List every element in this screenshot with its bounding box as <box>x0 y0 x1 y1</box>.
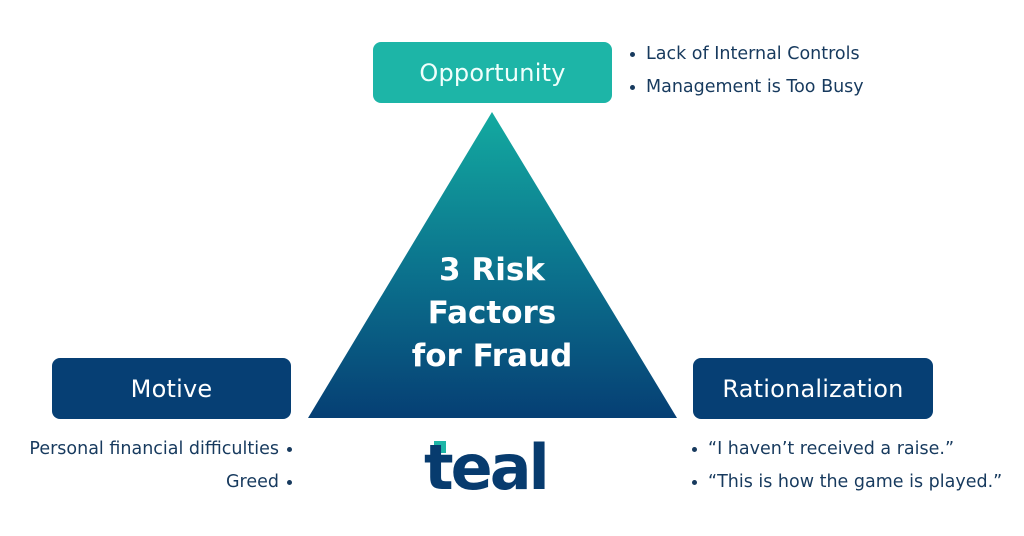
bullet-icon <box>692 479 697 485</box>
rationalization-list: “I haven’t received a raise.” “This is h… <box>692 433 1002 499</box>
motive-box: Motive <box>52 358 291 419</box>
bullet-icon <box>692 446 697 452</box>
rationalization-box: Rationalization <box>693 358 933 419</box>
motive-label: Motive <box>130 374 213 403</box>
teal-logo: teal <box>424 433 564 503</box>
opportunity-box: Opportunity <box>373 42 612 103</box>
bullet-icon <box>630 84 635 90</box>
list-item: Lack of Internal Controls <box>630 38 864 71</box>
list-item: “This is how the game is played.” <box>692 466 1002 499</box>
title-line-1: 3 Risk <box>439 252 545 288</box>
logo-text: teal <box>424 431 550 504</box>
logo-corner-icon <box>434 441 446 453</box>
motive-list: Personal financial difficulties Greed <box>29 433 292 499</box>
bullet-icon <box>630 51 635 57</box>
list-item: Management is Too Busy <box>630 71 864 104</box>
title-line-2: Factors <box>427 295 557 331</box>
list-item: Greed <box>29 466 292 499</box>
title-line-3: for Fraud <box>411 338 573 374</box>
triangle-title: 3 Risk Factors for Fraud <box>392 249 592 378</box>
bullet-icon <box>287 446 292 452</box>
opportunity-list: Lack of Internal Controls Management is … <box>630 38 864 104</box>
bullet-icon <box>287 479 292 485</box>
list-item: “I haven’t received a raise.” <box>692 433 1002 466</box>
rationalization-label: Rationalization <box>722 374 904 403</box>
opportunity-label: Opportunity <box>419 58 566 87</box>
list-item: Personal financial difficulties <box>29 433 292 466</box>
